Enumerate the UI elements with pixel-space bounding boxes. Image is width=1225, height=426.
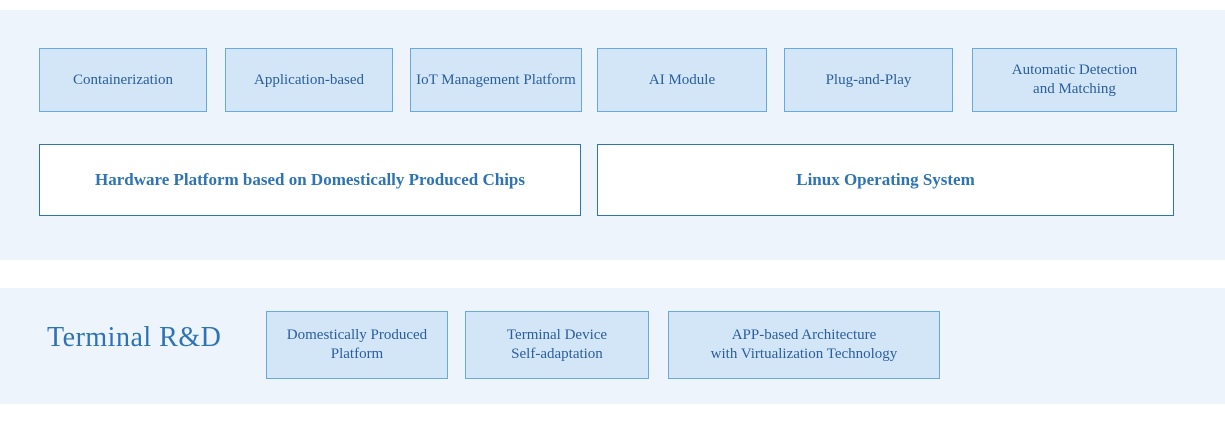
section-title-terminal-rd: Terminal R&D	[47, 322, 222, 353]
feature-box-containerization: Containerization	[39, 48, 207, 112]
terminal-box-terminal-device-self-adaptation: Terminal Device Self-adaptation	[465, 311, 649, 379]
feature-box-iot-management-platform: IoT Management Platform	[410, 48, 582, 112]
feature-box-application-based: Application-based	[225, 48, 393, 112]
feature-box-ai-module: AI Module	[597, 48, 767, 112]
feature-box-automatic-detection-and-matching: Automatic Detection and Matching	[972, 48, 1177, 112]
terminal-box-domestically-produced-platform: Domestically Produced Platform	[266, 311, 448, 379]
platform-box-hardware-platform: Hardware Platform based on Domestically …	[39, 144, 581, 216]
terminal-box-app-based-architecture: APP-based Architecture with Virtualizati…	[668, 311, 940, 379]
feature-box-plug-and-play: Plug-and-Play	[784, 48, 953, 112]
platform-box-linux-operating-system: Linux Operating System	[597, 144, 1174, 216]
